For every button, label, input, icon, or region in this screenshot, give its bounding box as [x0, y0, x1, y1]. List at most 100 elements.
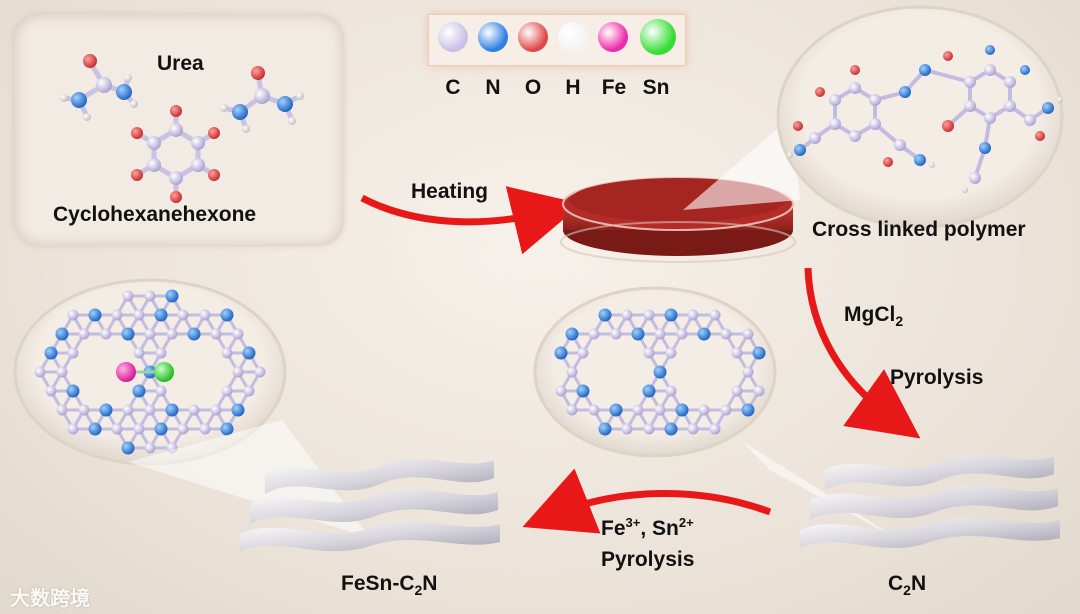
carbon-atom — [754, 386, 765, 397]
urea-label: Urea — [157, 52, 204, 76]
nitrogen-atom — [577, 385, 590, 398]
nitrogen-atom — [665, 309, 678, 322]
nitrogen-atom — [89, 423, 102, 436]
carbon-atom — [244, 386, 255, 397]
legend-ball-c — [438, 22, 468, 52]
c2n-label: C2N — [888, 572, 926, 598]
carbon-atom — [255, 367, 266, 378]
nitrogen-atom — [566, 328, 579, 341]
nitrogen-atom — [676, 404, 689, 417]
cross-linked-label: Cross linked polymer — [812, 218, 1026, 242]
carbon-atom — [68, 310, 79, 321]
carbon-atom — [79, 405, 90, 416]
legend-label-fe: Fe — [596, 76, 632, 100]
sn-atom — [154, 362, 174, 382]
carbon-atom — [567, 405, 578, 416]
nitrogen-atom — [188, 328, 201, 341]
carbon-atom — [79, 329, 90, 340]
carbon-atom — [145, 291, 156, 302]
doping-arrow — [555, 493, 770, 514]
legend-ball-h — [558, 22, 588, 52]
carbon-atom — [134, 424, 145, 435]
nitrogen-atom — [665, 423, 678, 436]
carbon-atom — [633, 405, 644, 416]
nitrogen-atom — [610, 404, 623, 417]
nitrogen-atom — [155, 423, 168, 436]
carbon-atom — [710, 310, 721, 321]
heating-label: Heating — [411, 180, 488, 204]
carbon-atom — [156, 348, 167, 359]
pyrolysis-arrow — [808, 268, 892, 418]
nitrogen-atom — [632, 328, 645, 341]
carbon-atom — [721, 405, 732, 416]
polymer-bubble — [778, 7, 1062, 227]
carbon-atom — [233, 367, 244, 378]
carbon-atom — [211, 329, 222, 340]
carbon-atom — [589, 405, 600, 416]
carbon-atom — [167, 329, 178, 340]
carbon-atom — [743, 329, 754, 340]
fesn-c2n-label: FeSn-C2N — [341, 572, 437, 598]
c2n-sheets — [800, 455, 1060, 548]
nitrogen-atom — [89, 309, 102, 322]
carbon-atom — [189, 405, 200, 416]
carbon-atom — [57, 367, 68, 378]
nitrogen-atom — [100, 404, 113, 417]
doping-label: Fe3+, Sn2+ — [601, 515, 694, 541]
carbon-atom — [732, 386, 743, 397]
nitrogen-atom — [654, 366, 667, 379]
carbon-atom — [233, 329, 244, 340]
carbon-atom — [666, 348, 677, 359]
nitrogen-atom — [742, 404, 755, 417]
nitrogen-atom — [753, 347, 766, 360]
carbon-atom — [721, 329, 732, 340]
carbon-atom — [666, 386, 677, 397]
carbon-atom — [200, 424, 211, 435]
carbon-atom — [178, 310, 189, 321]
carbon-atom — [622, 310, 633, 321]
carbon-atom — [556, 386, 567, 397]
carbon-atom — [567, 367, 578, 378]
nitrogen-atom — [122, 442, 135, 455]
nitrogen-atom — [599, 423, 612, 436]
carbon-atom — [578, 348, 589, 359]
nitrogen-atom — [122, 328, 135, 341]
carbon-atom — [611, 329, 622, 340]
nitrogen-atom — [599, 309, 612, 322]
carbon-atom — [178, 424, 189, 435]
nitrogen-atom — [221, 309, 234, 322]
legend-ball-o — [518, 22, 548, 52]
carbon-atom — [156, 386, 167, 397]
legend-label-o: O — [518, 76, 548, 100]
carbon-atom — [112, 424, 123, 435]
carbon-atom — [35, 367, 46, 378]
carbon-atom — [644, 424, 655, 435]
carbon-atom — [644, 310, 655, 321]
legend-label-h: H — [558, 76, 588, 100]
carbon-atom — [134, 348, 145, 359]
carbon-atom — [68, 348, 79, 359]
nitrogen-atom — [45, 347, 58, 360]
fe-atom — [116, 362, 136, 382]
nitrogen-atom — [166, 290, 179, 303]
mgcl2-label: MgCl2 — [844, 303, 903, 329]
pyrolysis-label-1: Pyrolysis — [890, 366, 983, 390]
legend-ball-fe — [598, 22, 628, 52]
carbon-atom — [644, 348, 655, 359]
carbon-atom — [688, 310, 699, 321]
carbon-atom — [101, 329, 112, 340]
nitrogen-atom — [133, 385, 146, 398]
carbon-atom — [123, 291, 134, 302]
carbon-atom — [655, 405, 666, 416]
nitrogen-atom — [155, 309, 168, 322]
carbon-atom — [112, 310, 123, 321]
carbon-atom — [743, 367, 754, 378]
cyclohexanehexone-label: Cyclohexanehexone — [53, 203, 256, 227]
legend-label-n: N — [478, 76, 508, 100]
carbon-atom — [622, 424, 633, 435]
nitrogen-atom — [555, 347, 568, 360]
carbon-atom — [732, 348, 743, 359]
carbon-atom — [200, 310, 211, 321]
nitrogen-atom — [698, 328, 711, 341]
nitrogen-atom — [56, 328, 69, 341]
